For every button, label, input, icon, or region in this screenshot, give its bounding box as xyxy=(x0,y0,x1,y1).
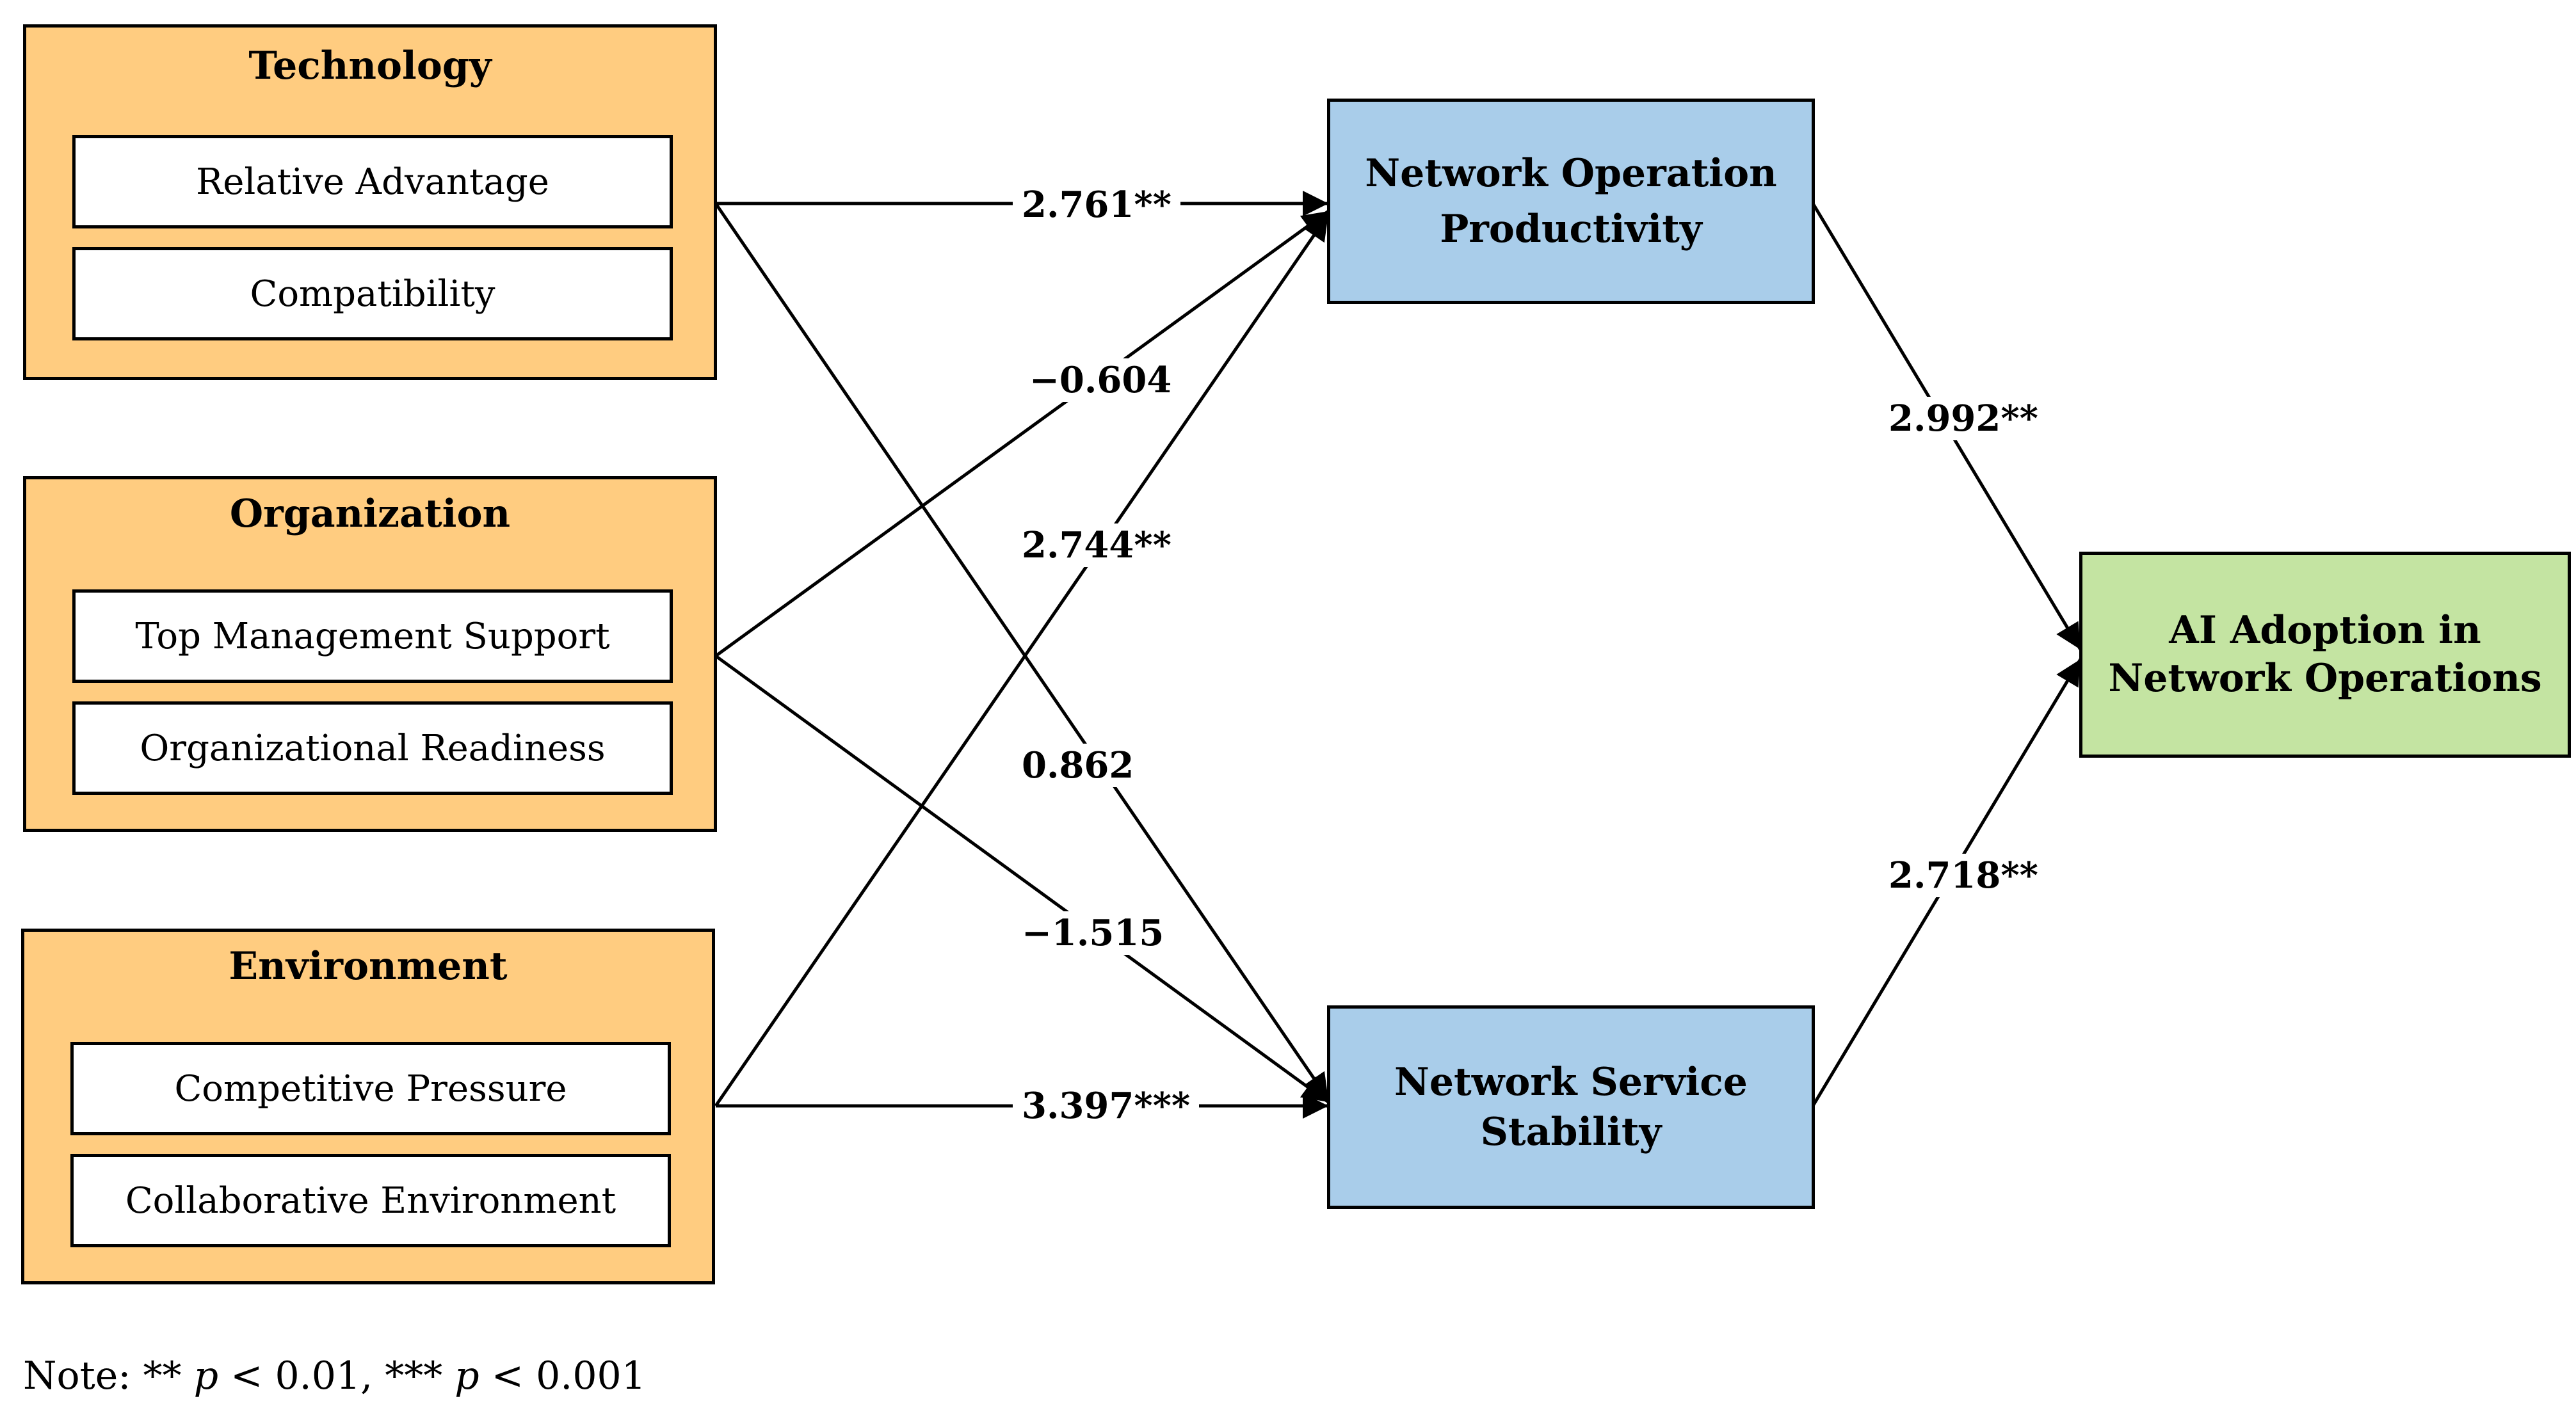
item-compatibility: Compatibility xyxy=(72,247,673,340)
group-title-technology: Technology xyxy=(248,44,492,88)
coef-tech-stability: 0.862 xyxy=(1013,744,1143,787)
coef-tech-productivity: 2.761** xyxy=(1013,183,1180,227)
path-line-org-productivity xyxy=(714,209,1330,658)
node-network-operation-productivity: Network Operation Productivity xyxy=(1327,99,1815,304)
node-ai-adoption-line2: Network Operations xyxy=(2108,656,2542,701)
coef-stability-ai: 2.718** xyxy=(1880,854,2047,897)
note-mid: < 0.01, *** xyxy=(218,1354,455,1398)
node-ai-adoption-line1: AI Adoption in xyxy=(2169,608,2481,653)
node-productivity-line2: Productivity xyxy=(1440,206,1702,252)
coef-productivity-ai: 2.992** xyxy=(1880,397,2047,440)
node-stability-line1: Network Service xyxy=(1394,1060,1748,1105)
note-p-symbol-1: p xyxy=(193,1354,219,1398)
path-line-org-stability xyxy=(714,654,1330,1104)
group-title-environment: Environment xyxy=(229,944,508,989)
note-p-symbol-2: p xyxy=(455,1354,479,1398)
coef-env-productivity: 2.744** xyxy=(1013,523,1180,567)
item-collaborative-environment: Collaborative Environment xyxy=(70,1154,671,1247)
group-title-organization: Organization xyxy=(229,491,511,536)
item-relative-advantage: Relative Advantage xyxy=(72,135,673,228)
group-organization: Organization Top Management Support Orga… xyxy=(23,476,717,832)
note-prefix: Note: ** xyxy=(23,1354,194,1398)
path-line-tech-stability xyxy=(714,202,1330,1101)
node-ai-adoption: AI Adoption in Network Operations xyxy=(2079,552,2571,758)
node-stability-line2: Stability xyxy=(1480,1110,1662,1154)
path-line-env-productivity xyxy=(714,213,1330,1107)
coef-org-stability: −1.515 xyxy=(1013,911,1173,955)
coef-org-productivity: −0.604 xyxy=(1020,358,1181,402)
group-technology: Technology Relative Advantage Compatibil… xyxy=(23,24,717,380)
note-suffix: < 0.001 xyxy=(479,1354,646,1398)
item-top-management-support: Top Management Support xyxy=(72,589,673,683)
group-environment: Environment Competitive Pressure Collabo… xyxy=(21,929,715,1284)
coef-env-stability: 3.397*** xyxy=(1013,1084,1200,1128)
significance-note: Note: ** p < 0.01, *** p < 0.001 xyxy=(23,1357,646,1395)
node-productivity-line1: Network Operation xyxy=(1365,150,1777,196)
node-network-service-stability: Network Service Stability xyxy=(1327,1005,1815,1209)
item-organizational-readiness: Organizational Readiness xyxy=(72,701,673,795)
item-competitive-pressure: Competitive Pressure xyxy=(70,1042,671,1135)
